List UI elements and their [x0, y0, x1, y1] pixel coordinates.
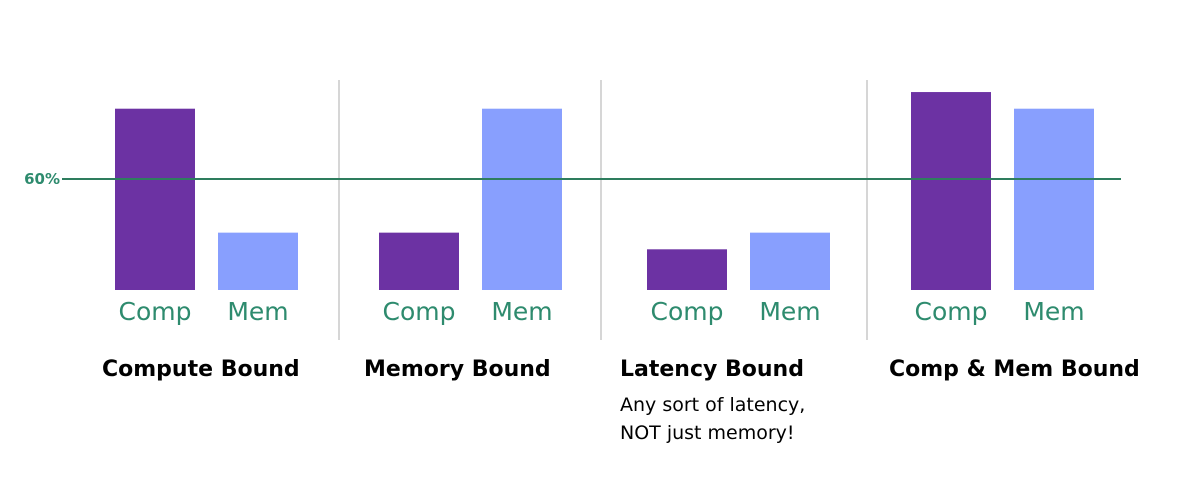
latency-note-line-2: NOT just memory! [620, 422, 795, 444]
group-title-compute-bound: Compute Bound [102, 357, 300, 382]
bar-label-3-mem: Mem [759, 297, 820, 326]
bar-2-comp [379, 232, 459, 290]
bar-1-comp [115, 108, 195, 290]
bar-label-4-comp: Comp [915, 297, 988, 326]
reference-label: 60% [24, 170, 60, 188]
bar-4-comp [911, 92, 991, 290]
bar-label-4-mem: Mem [1023, 297, 1084, 326]
bar-label-2-comp: Comp [383, 297, 456, 326]
bar-3-comp [647, 249, 727, 290]
group-title-latency-bound: Latency Bound [620, 357, 804, 382]
bar-3-mem [750, 232, 830, 290]
group-title-memory-bound: Memory Bound [364, 357, 551, 382]
bar-label-1-comp: Comp [119, 297, 192, 326]
latency-note-line-1: Any sort of latency, [620, 394, 806, 416]
bar-label-2-mem: Mem [491, 297, 552, 326]
bar-label-3-comp: Comp [651, 297, 724, 326]
bar-4-mem [1014, 108, 1094, 290]
bar-label-1-mem: Mem [227, 297, 288, 326]
bar-2-mem [482, 108, 562, 290]
bar-1-mem [218, 232, 298, 290]
group-title-comp-mem-bound: Comp & Mem Bound [889, 357, 1140, 382]
